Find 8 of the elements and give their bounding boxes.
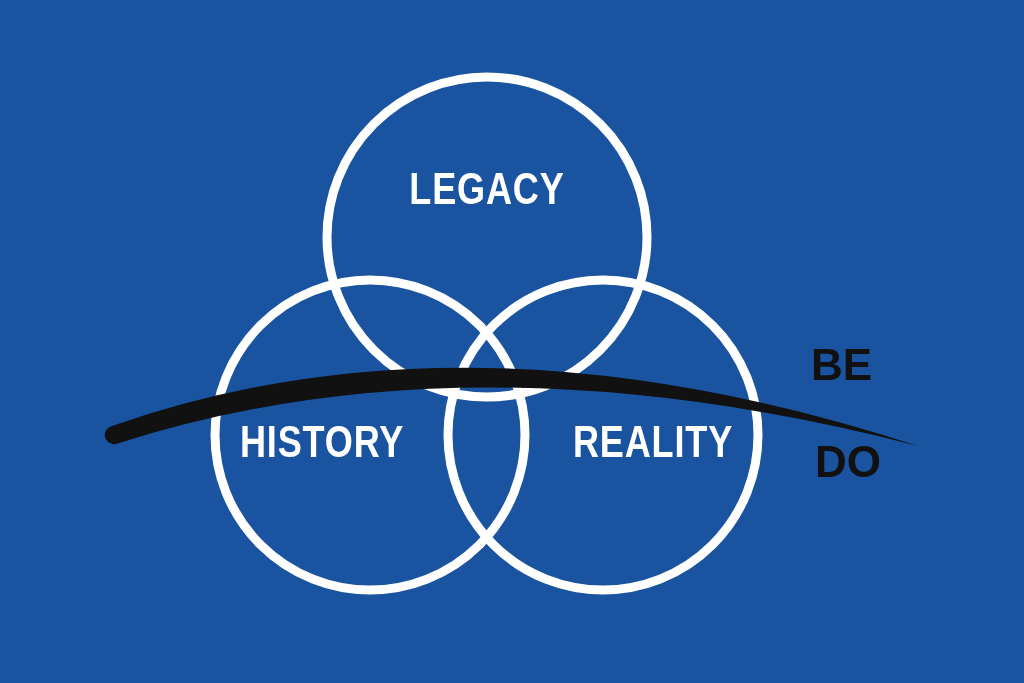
circle-label: HISTORY xyxy=(239,420,405,464)
venn-circle xyxy=(443,275,763,595)
circle-label: REALITY xyxy=(572,420,734,464)
side-label: DO xyxy=(815,440,881,484)
venn-circle xyxy=(210,275,530,595)
side-label: BE xyxy=(811,343,873,387)
venn-circle xyxy=(322,72,652,402)
circle-label: LEGACY xyxy=(409,167,565,211)
